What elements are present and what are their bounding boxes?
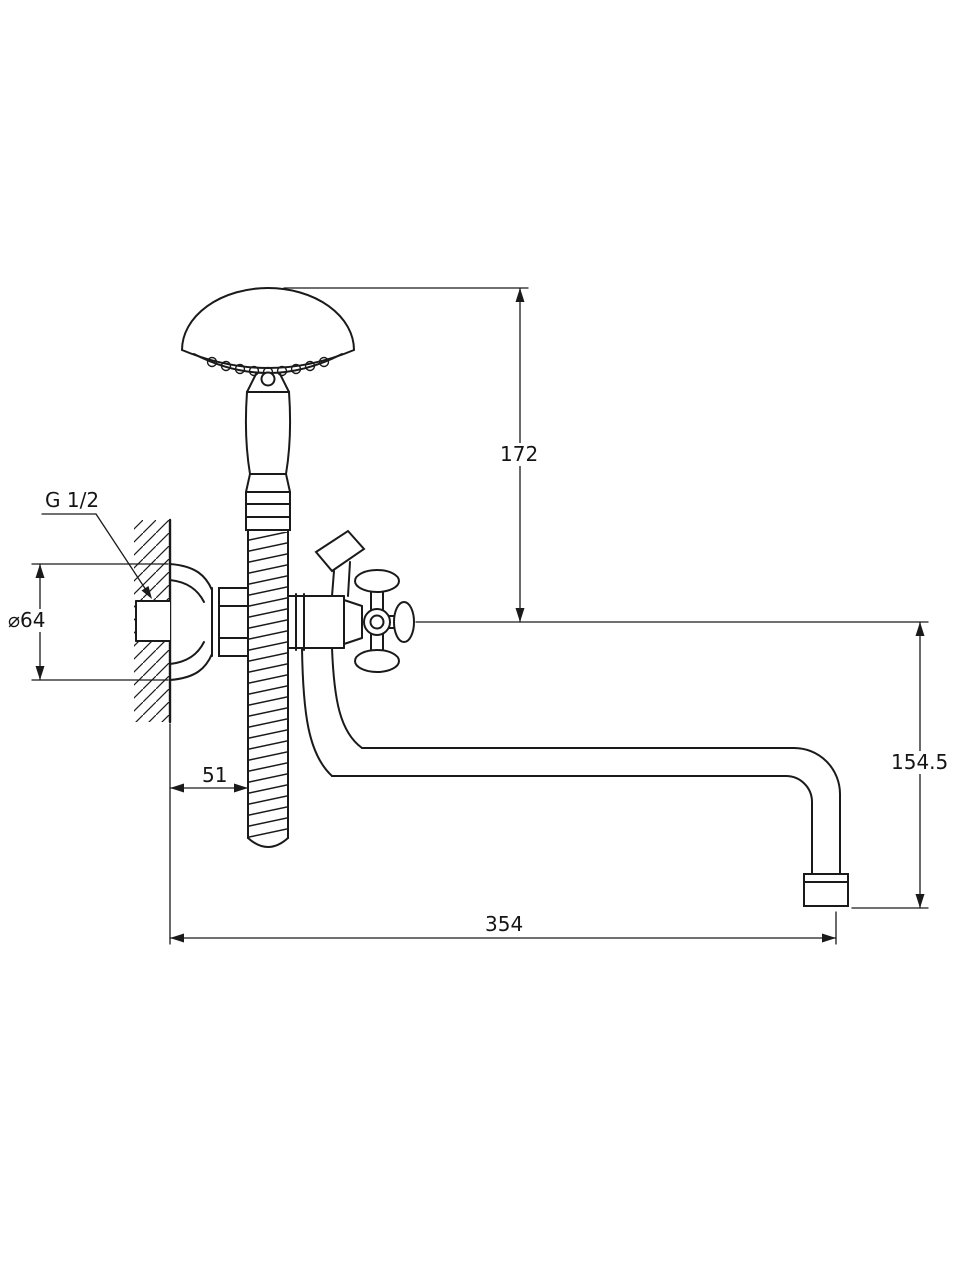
spout: [301, 647, 849, 907]
spray-nozzles: [206, 356, 330, 378]
inlet-pipe: [135, 600, 171, 642]
wall-flange: [169, 563, 220, 681]
dim-label-diameter: ⌀64: [5, 609, 49, 632]
spout-outlet: [803, 873, 849, 907]
diverter-lever: [314, 529, 366, 597]
shower-head: [180, 287, 356, 387]
dim-label-reach: 354: [482, 913, 527, 936]
shower-handle: [245, 373, 291, 531]
dim-label-thread: G 1/2: [42, 489, 103, 512]
dim-label-drop: 154.5: [888, 751, 952, 774]
cross-handle: [343, 569, 415, 673]
shower-hose: [247, 529, 289, 848]
dim-label-height: 172: [497, 443, 542, 466]
dim-label-offset: 51: [199, 764, 231, 787]
swivel-joint: [260, 371, 276, 387]
wall-section: [134, 518, 172, 724]
